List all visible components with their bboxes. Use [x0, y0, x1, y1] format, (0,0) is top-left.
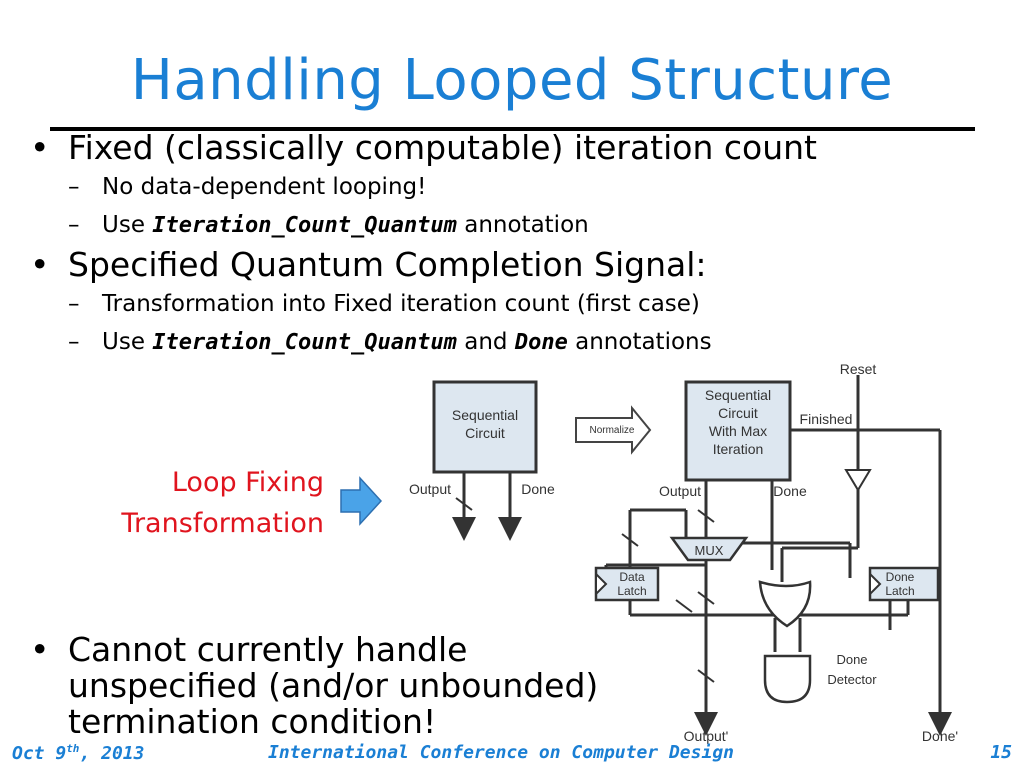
- normalize-arrow-icon: [575, 405, 652, 455]
- sequential-circuit-box: [432, 380, 538, 474]
- mux-label: MUX: [695, 543, 724, 558]
- loop-label-line: Transformation: [121, 508, 324, 539]
- sub-bullet-text: Use: [102, 212, 153, 238]
- mux-block: [669, 536, 749, 562]
- right-box-label: With Max: [709, 423, 767, 439]
- bullet-glyph: •: [30, 630, 50, 669]
- sub-bullet-text: annotation: [456, 212, 589, 238]
- bullet-text: Specified Quantum Completion Signal:: [68, 245, 707, 284]
- dash-glyph: –: [68, 291, 80, 317]
- code-annotation: Iteration_Count_Quantum: [152, 330, 457, 355]
- right-arrow-icon: [340, 476, 382, 526]
- right-box-label: Circuit: [718, 405, 758, 421]
- footer-date-main: Oct 9: [12, 743, 67, 764]
- footer-date-sup: th: [66, 742, 80, 755]
- data-latch-label: Data: [619, 570, 645, 584]
- sub-bullet-item: – Use Iteration_Count_Quantum and Done a…: [30, 323, 990, 362]
- done-prime-label: Done': [922, 728, 958, 744]
- footer-conference: International Conference on Computer Des…: [268, 742, 734, 763]
- clock-triangle-icon: [869, 571, 882, 597]
- right-box-label: Iteration: [713, 441, 764, 457]
- done-latch-label: Latch: [885, 584, 914, 598]
- buffer-triangle-icon: [844, 469, 872, 492]
- bullet-item: • Cannot currently handle unspecified (a…: [30, 632, 650, 740]
- bullet-text: termination condition!: [68, 702, 437, 741]
- data-latch-label: Latch: [617, 584, 646, 598]
- or-gate: [758, 580, 812, 628]
- code-annotation: Iteration_Count_Quantum: [152, 213, 457, 238]
- bullet-glyph: •: [30, 128, 50, 167]
- done-label: Done: [773, 483, 807, 499]
- sub-bullet-text: annotations: [567, 329, 712, 355]
- bottom-bullet: • Cannot currently handle unspecified (a…: [30, 632, 650, 740]
- done-detector-label: Done: [836, 652, 867, 667]
- loop-fixing-label: Loop Fixing Transformation: [121, 462, 324, 544]
- bullet-text: Fixed (classically computable) iteration…: [68, 128, 817, 167]
- right-box-label: Sequential: [705, 387, 771, 403]
- left-box-label: Circuit: [465, 425, 505, 441]
- bullet-text: unspecified (and/or unbounded): [68, 666, 599, 705]
- bullet-text: Cannot currently handle: [68, 630, 468, 669]
- clock-triangle-icon: [595, 571, 608, 597]
- finished-label: Finished: [800, 411, 853, 427]
- page-number: 15: [990, 742, 1012, 763]
- sub-bullet-item: – Use Iteration_Count_Quantum annotation: [30, 206, 990, 245]
- sub-bullet-text: and: [456, 329, 515, 355]
- done-latch-label: Done: [886, 570, 915, 584]
- sub-bullet-text: Transformation into Fixed iteration coun…: [102, 291, 700, 317]
- and-gate: [763, 654, 812, 704]
- loop-transformation-diagram: Sequential Circuit Output Done Normalize…: [409, 361, 958, 744]
- sub-bullet-item: – Transformation into Fixed iteration co…: [30, 285, 990, 323]
- sub-bullet-item: – No data-dependent looping!: [30, 168, 990, 206]
- output-prime-label: Output': [684, 728, 729, 744]
- slide-title: Handling Looped Structure: [130, 48, 894, 113]
- done-label: Done: [521, 481, 555, 497]
- output-label: Output: [409, 481, 451, 497]
- title-divider: [50, 127, 975, 131]
- bullet-list: • Fixed (classically computable) iterati…: [30, 128, 990, 362]
- footer-date-year: , 2013: [79, 743, 145, 764]
- loop-label-line: Loop Fixing: [171, 467, 324, 498]
- done-detector-label: Detector: [827, 672, 877, 687]
- sub-bullet-text: Use: [102, 329, 153, 355]
- sequential-max-iteration-box: [684, 380, 792, 482]
- bullet-item: • Specified Quantum Completion Signal:: [30, 245, 990, 285]
- bullet-glyph: •: [30, 245, 50, 284]
- dash-glyph: –: [68, 212, 80, 238]
- bullet-item: • Fixed (classically computable) iterati…: [30, 128, 990, 168]
- sub-bullet-text: No data-dependent looping!: [102, 174, 427, 200]
- left-box-label: Sequential: [452, 407, 518, 423]
- dash-glyph: –: [68, 174, 80, 200]
- normalize-label: Normalize: [589, 425, 634, 436]
- reset-label: Reset: [840, 361, 877, 377]
- dash-glyph: –: [68, 329, 80, 355]
- code-annotation: Done: [514, 330, 568, 355]
- footer-date: Oct 9th, 2013: [12, 742, 144, 764]
- output-label: Output: [659, 483, 701, 499]
